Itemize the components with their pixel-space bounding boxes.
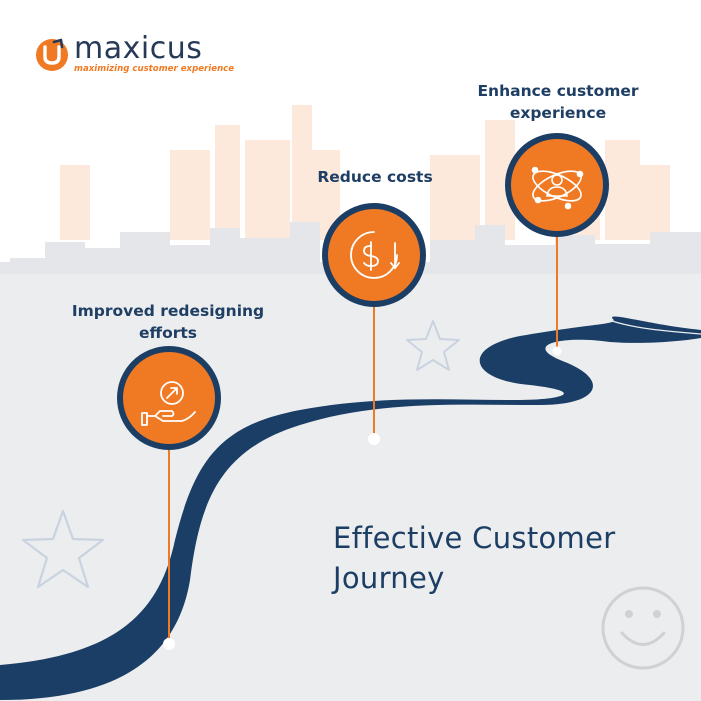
- milestone-badge-2: [322, 203, 426, 307]
- ground: [0, 274, 701, 701]
- hand-refresh-icon: [141, 381, 196, 426]
- journey-road: [0, 316, 701, 700]
- brand-tagline: maximizing customer experience: [74, 64, 235, 74]
- title-line: Journey: [333, 561, 445, 595]
- milestone-dot: [552, 346, 562, 356]
- brand-logo: maxicus maximizing customer experience: [34, 31, 235, 84]
- milestone-label-line: Improved redesigning: [71, 302, 265, 320]
- milestone-label-1: Improved redesigning efforts: [50, 300, 286, 344]
- brand-name: maxicus: [74, 31, 203, 66]
- customer-orbit-icon: [531, 166, 584, 210]
- milestone-badge-1: [117, 346, 221, 450]
- star-icon: [406, 320, 460, 371]
- smiley-icon: [601, 586, 685, 670]
- milestone-label-line: Reduce costs: [317, 168, 433, 186]
- milestone-label-3: Enhance customer experience: [458, 80, 658, 124]
- milestone-label-line: experience: [509, 104, 607, 122]
- logo-mark-icon: [36, 38, 68, 71]
- title-line: Effective Customer: [333, 521, 616, 555]
- dollar-cycle-icon: [350, 231, 400, 279]
- milestone-label-line: efforts: [139, 324, 197, 342]
- milestone-label-line: Enhance customer: [477, 82, 639, 100]
- star-icon: [21, 509, 105, 589]
- road-edge: [611, 320, 701, 335]
- milestone-label-2: Reduce costs: [290, 166, 460, 188]
- milestone-dot: [163, 638, 175, 650]
- milestone-badge-3: [505, 133, 609, 237]
- page-title: Effective Customer Journey: [333, 518, 615, 598]
- milestone-dot: [368, 433, 380, 445]
